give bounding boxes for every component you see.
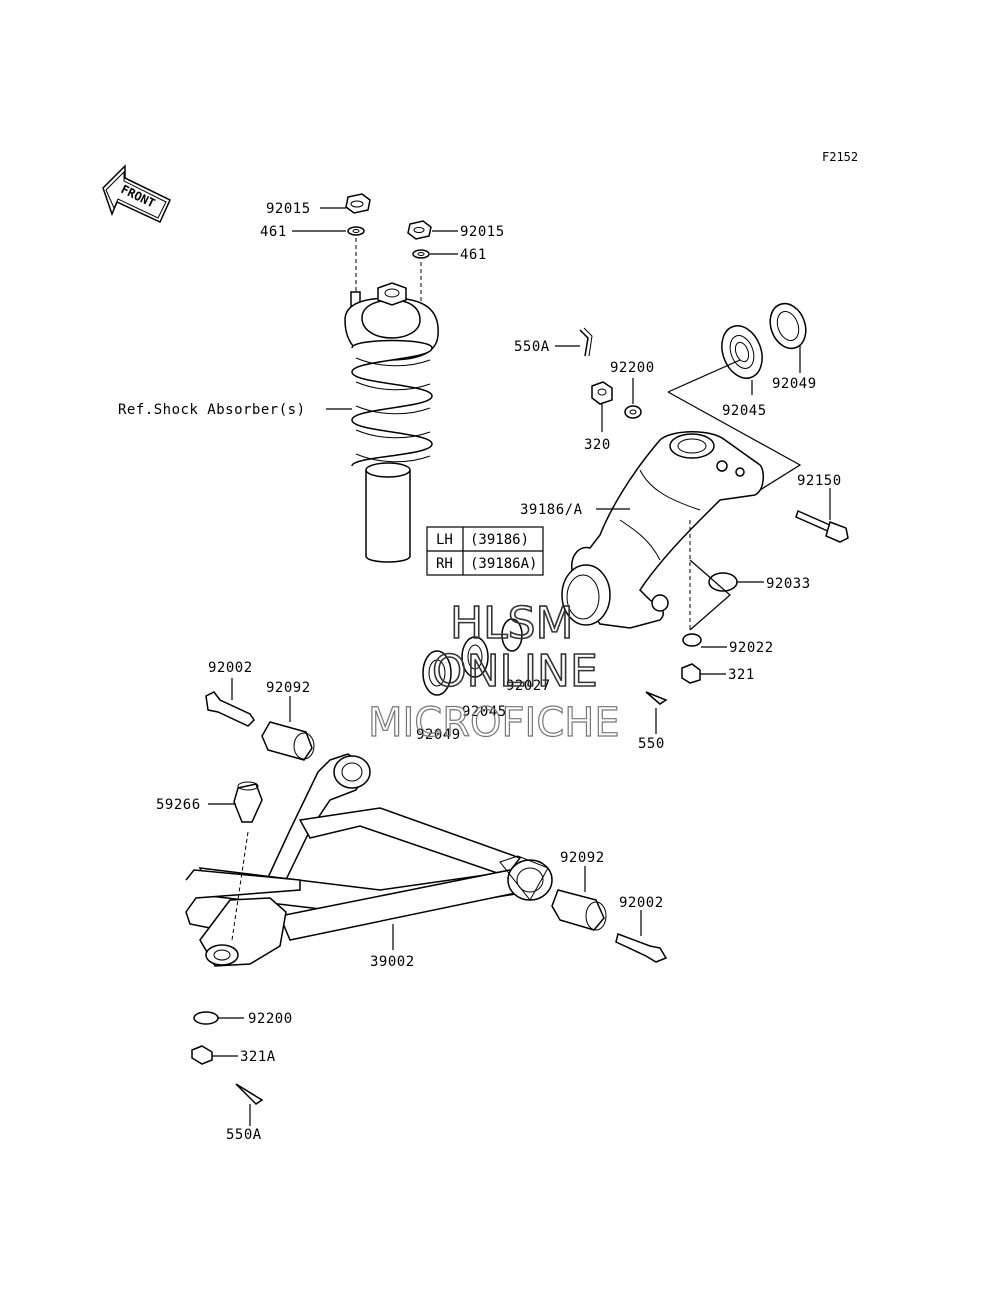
callout-shock-ref: Ref.Shock Absorber(s) xyxy=(118,402,306,418)
shock-absorber-illustration xyxy=(344,193,439,563)
bolt-92150-illustration xyxy=(795,509,849,543)
callout-92049-left: 92049 xyxy=(416,727,461,743)
table-side-lh: LH xyxy=(436,532,453,548)
callout-92027: 92027 xyxy=(506,678,551,694)
bearing-seal-left-illustration xyxy=(422,618,523,696)
watermark: HLSM ONLINE MICROFICHE xyxy=(367,597,620,746)
leaders-shock xyxy=(292,207,458,410)
callout-92015-right: 92015 xyxy=(460,224,505,240)
side-table: LH (39186) RH (39186A) xyxy=(426,526,544,576)
figure-id: F2152 xyxy=(822,150,858,164)
callout-550a-arm: 550A xyxy=(226,1127,262,1143)
table-part-rh: (39186A) xyxy=(470,556,537,572)
callout-92049-right: 92049 xyxy=(772,376,817,392)
callout-92092-right: 92092 xyxy=(560,850,605,866)
callout-92022: 92022 xyxy=(729,640,774,656)
callout-461-right: 461 xyxy=(460,247,487,263)
callout-92002-right: 92002 xyxy=(619,895,664,911)
callout-39002: 39002 xyxy=(370,954,415,970)
callout-92045-right: 92045 xyxy=(722,403,767,419)
callout-92033: 92033 xyxy=(766,576,811,592)
watermark-line2: ONLINE xyxy=(432,646,598,697)
callout-59266: 59266 xyxy=(156,797,201,813)
bearing-seal-right-illustration xyxy=(721,302,807,379)
callout-550: 550 xyxy=(638,736,665,752)
callout-92200-knuckle: 92200 xyxy=(610,360,655,376)
washer-92022-illustration xyxy=(682,633,702,647)
table-side-rh: RH xyxy=(436,556,453,572)
watermark-line1: HLSM xyxy=(450,598,574,649)
knuckle-illustration xyxy=(561,327,765,630)
callout-92045-left: 92045 xyxy=(462,704,507,720)
callout-92150: 92150 xyxy=(797,473,842,489)
callout-321: 321 xyxy=(728,667,755,683)
watermark-line3: MICROFICHE xyxy=(368,700,620,746)
callout-550a-top: 550A xyxy=(514,339,550,355)
a-arm-illustration xyxy=(185,691,668,1105)
leaders-arm xyxy=(208,678,642,1126)
callout-321a: 321A xyxy=(240,1049,276,1065)
callout-92015-left: 92015 xyxy=(266,201,311,217)
callout-39186a: 39186/A xyxy=(520,502,583,518)
nut-321-illustration xyxy=(681,663,701,684)
leaders-knuckle xyxy=(555,345,831,734)
callout-92002-left: 92002 xyxy=(208,660,253,676)
callout-461-left: 461 xyxy=(260,224,287,240)
callout-92200-arm: 92200 xyxy=(248,1011,293,1027)
front-arrow-icon: FRONT xyxy=(102,164,171,223)
table-part-lh: (39186) xyxy=(470,532,529,548)
callout-92092-left: 92092 xyxy=(266,680,311,696)
cotter-pin-550-illustration xyxy=(645,691,668,705)
callout-320: 320 xyxy=(584,437,611,453)
